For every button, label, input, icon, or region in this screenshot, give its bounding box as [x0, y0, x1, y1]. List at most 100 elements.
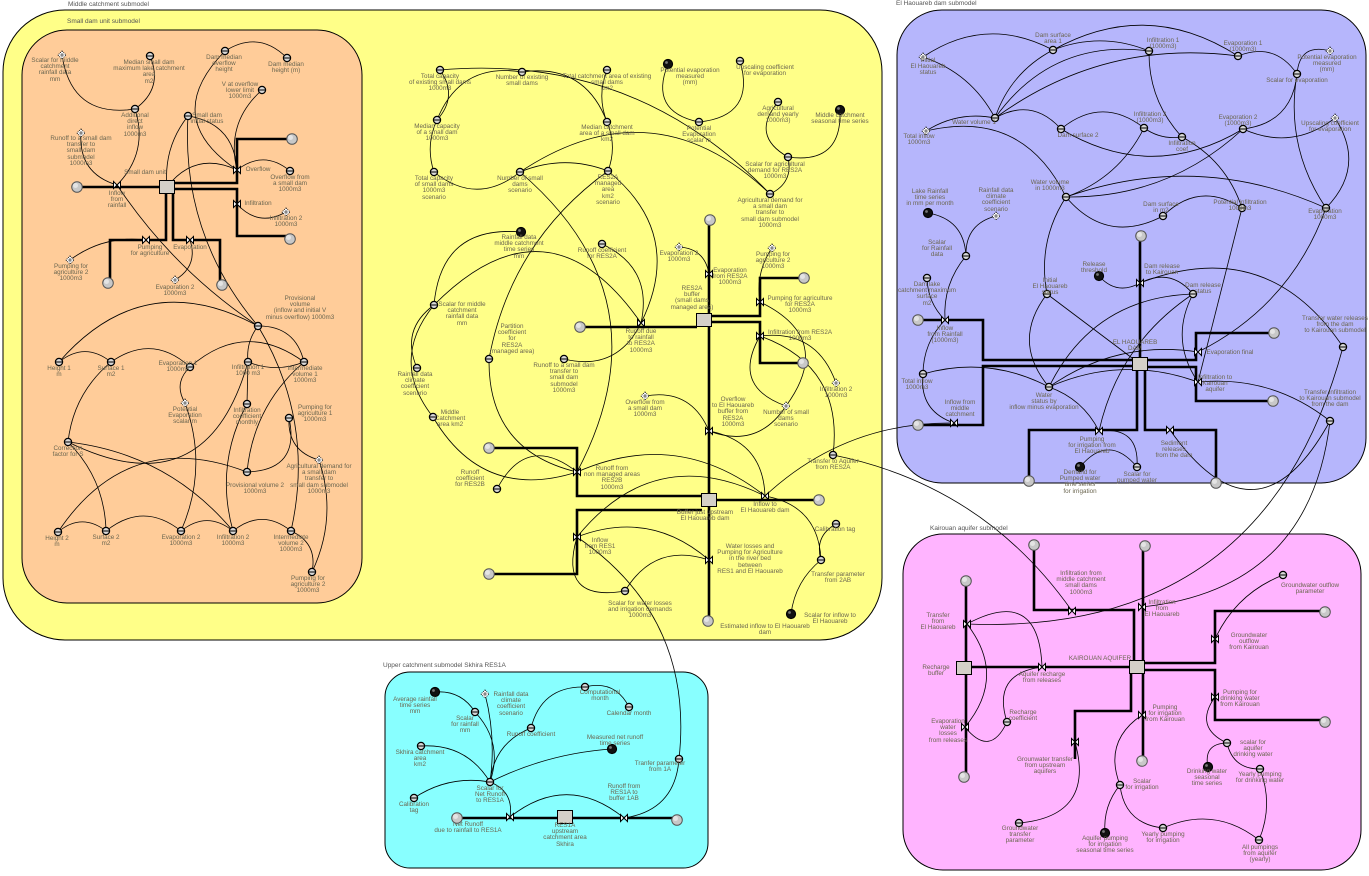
uc-transfer-1a-conv-icon[interactable] — [674, 754, 684, 764]
mc-number-scenario-conv-icon[interactable] — [515, 167, 525, 177]
ka-gw-outflow-param-conv-icon[interactable] — [1278, 570, 1288, 580]
sd-infiltration-valve-icon[interactable] — [232, 199, 242, 209]
ka-transfer-haouareb-valve-icon[interactable] — [962, 619, 972, 629]
sd-provisional2-conv-icon[interactable] — [242, 467, 252, 477]
mc-infil2-ghost-ghost-icon[interactable] — [831, 378, 841, 388]
mc-pump2-ghost-ghost-icon[interactable] — [767, 243, 777, 253]
sd-pumping1-conv-icon[interactable] — [284, 413, 294, 423]
sd-inflow-rain-valve-icon[interactable] — [112, 180, 122, 190]
cloud-source-sink-icon[interactable] — [1210, 477, 1223, 490]
cloud-source-sink-icon[interactable] — [958, 771, 971, 784]
eh-inflow-middle-valve-icon[interactable] — [949, 418, 959, 428]
mc-total-area-existing-conv-icon[interactable] — [602, 65, 612, 75]
mc-pot-evap-scalar-conv-icon[interactable] — [694, 117, 704, 127]
sd-intermediate1-conv-icon[interactable] — [299, 357, 309, 367]
cloud-source-sink-icon[interactable] — [912, 419, 925, 432]
ka-pumping-drinking-valve-icon[interactable] — [1210, 692, 1220, 702]
sd-surface1-conv-icon[interactable] — [106, 357, 116, 367]
cloud-source-sink-icon[interactable] — [483, 442, 496, 455]
eh-upscaling-ghost-icon[interactable] — [1330, 113, 1340, 123]
eh-scalar-evap-conv-icon[interactable] — [1292, 69, 1302, 79]
sd-agri-demand-ghost-icon[interactable] — [314, 455, 324, 465]
mc-runoff-transfer-conv-icon[interactable] — [559, 354, 569, 364]
uc-cal-month-conv-icon[interactable] — [624, 702, 634, 712]
cloud-source-sink-icon[interactable] — [284, 233, 297, 246]
mc-pump-res2a-valve-icon[interactable] — [755, 297, 765, 307]
ka-aquifer-recharge-valve-icon[interactable] — [1037, 662, 1047, 672]
cloud-source-sink-icon[interactable] — [1267, 395, 1280, 408]
eh-water-volume1-conv-icon[interactable] — [990, 113, 1000, 123]
eh-dam-stock-stock-icon[interactable] — [1132, 357, 1148, 371]
ka-evap-losses-valve-icon[interactable] — [960, 722, 970, 732]
sd-pumping-valve-icon[interactable] — [141, 235, 151, 245]
cloud-source-sink-icon[interactable] — [813, 494, 826, 507]
eh-rain-climate-ghost-icon[interactable] — [991, 211, 1001, 221]
mc-transfer-aquifer-conv-icon[interactable] — [828, 450, 838, 460]
mc-res2a-area-conv-icon[interactable] — [603, 166, 613, 176]
eh-evaporation-conv-icon[interactable] — [1321, 203, 1331, 213]
uc-avg-rain-data-icon[interactable] — [429, 686, 441, 698]
eh-dam-surface2-conv-icon[interactable] — [1056, 124, 1066, 134]
sd-median-height-conv-icon[interactable] — [282, 53, 292, 63]
sd-v-overflow-conv-icon[interactable] — [257, 85, 267, 95]
ka-recharge-coef-conv-icon[interactable] — [1002, 717, 1012, 727]
cloud-source-sink-icon[interactable] — [1023, 475, 1036, 488]
eh-release-kairouan-valve-icon[interactable] — [1135, 278, 1145, 288]
eh-transfer-infil-conv-icon[interactable] — [1325, 416, 1335, 426]
eh-water-volume-conv-icon[interactable] — [1061, 192, 1071, 202]
mc-runoff-coef-2b-conv-icon[interactable] — [492, 484, 502, 494]
uc-runoff-1ab-valve-icon[interactable] — [619, 813, 629, 823]
sd-infil2-conv-icon[interactable] — [228, 526, 238, 536]
mc-runoff-res2b-valve-icon[interactable] — [572, 467, 582, 477]
mc-inflow-res1-valve-icon[interactable] — [572, 532, 582, 542]
sd-infiltration2-ghost-ghost-icon[interactable] — [281, 207, 291, 217]
eh-lake-max-surface-conv-icon[interactable] — [922, 273, 932, 283]
ka-gw-transfer-param-conv-icon[interactable] — [1014, 818, 1024, 828]
cloud-source-sink-icon[interactable] — [216, 279, 229, 292]
mc-scalar-rain-conv-icon[interactable] — [429, 300, 439, 310]
eh-demand-pumped-data-icon[interactable] — [1074, 461, 1086, 473]
eh-pumping-irrigation-valve-icon[interactable] — [1094, 426, 1104, 436]
mc-agri-yearly-conv-icon[interactable] — [773, 97, 783, 107]
eh-pot-infil-conv-icon[interactable] — [1237, 203, 1247, 213]
sd-height1-conv-icon[interactable] — [54, 357, 64, 367]
cloud-source-sink-icon[interactable] — [912, 314, 925, 327]
cloud-source-sink-icon[interactable] — [1139, 540, 1152, 553]
mc-median-area-conv-icon[interactable] — [602, 117, 612, 127]
cloud-source-sink-icon[interactable] — [1319, 716, 1332, 729]
eh-infil-coef-conv-icon[interactable] — [1177, 132, 1187, 142]
uc-runoff-coef-conv-icon[interactable] — [526, 723, 536, 733]
ka-yearly-drinking-conv-icon[interactable] — [1255, 764, 1265, 774]
sd-overflow-height-conv-icon[interactable] — [220, 46, 230, 56]
sd-overflow-valve-icon[interactable] — [232, 165, 242, 175]
eh-water-status-conv-icon[interactable] — [1044, 382, 1054, 392]
eh-total-inflow-ghost-ghost-icon[interactable] — [921, 126, 931, 136]
sd-surface2-conv-icon[interactable] — [101, 526, 111, 536]
ka-scalar-drinking-conv-icon[interactable] — [1222, 738, 1232, 748]
eh-pot-evap-ghost-icon[interactable] — [1325, 46, 1335, 56]
cloud-source-sink-icon[interactable] — [960, 575, 973, 588]
sd-evaporation-valve-icon[interactable] — [185, 235, 195, 245]
cloud-source-sink-icon[interactable] — [1028, 539, 1041, 552]
eh-transfer-releases-conv-icon[interactable] — [1338, 342, 1348, 352]
uc-measured-runoff-data-icon[interactable] — [606, 743, 618, 755]
mc-evap2-ghost-ghost-icon[interactable] — [674, 242, 684, 252]
mc-runoff-coef-2a-conv-icon[interactable] — [597, 239, 607, 249]
ka-pumping-irrigation-valve-icon[interactable] — [1137, 710, 1147, 720]
cloud-source-sink-icon[interactable] — [704, 214, 717, 227]
uc-skhira-area-conv-icon[interactable] — [416, 741, 426, 751]
uc-scalar-net-conv-icon[interactable] — [485, 777, 495, 787]
uc-calibration-conv-icon[interactable] — [409, 793, 419, 803]
eh-sediment-valve-icon[interactable] — [1165, 425, 1175, 435]
sd-scalar-rain-ghost-icon[interactable] — [57, 50, 67, 60]
eh-release-threshold-data-icon[interactable] — [1093, 270, 1105, 282]
sd-initial-status-conv-icon[interactable] — [183, 111, 193, 121]
mc-estimated-inflow-cloud-icon[interactable] — [702, 615, 715, 628]
cloud-source-sink-icon[interactable] — [451, 812, 464, 825]
ka-recharge-buffer-stock-icon[interactable] — [956, 661, 972, 675]
cloud-source-sink-icon[interactable] — [71, 181, 84, 194]
ka-gw-outflow-valve-icon[interactable] — [1210, 634, 1220, 644]
cloud-source-sink-icon[interactable] — [574, 321, 587, 334]
mc-evap-res2a-valve-icon[interactable] — [704, 269, 714, 279]
